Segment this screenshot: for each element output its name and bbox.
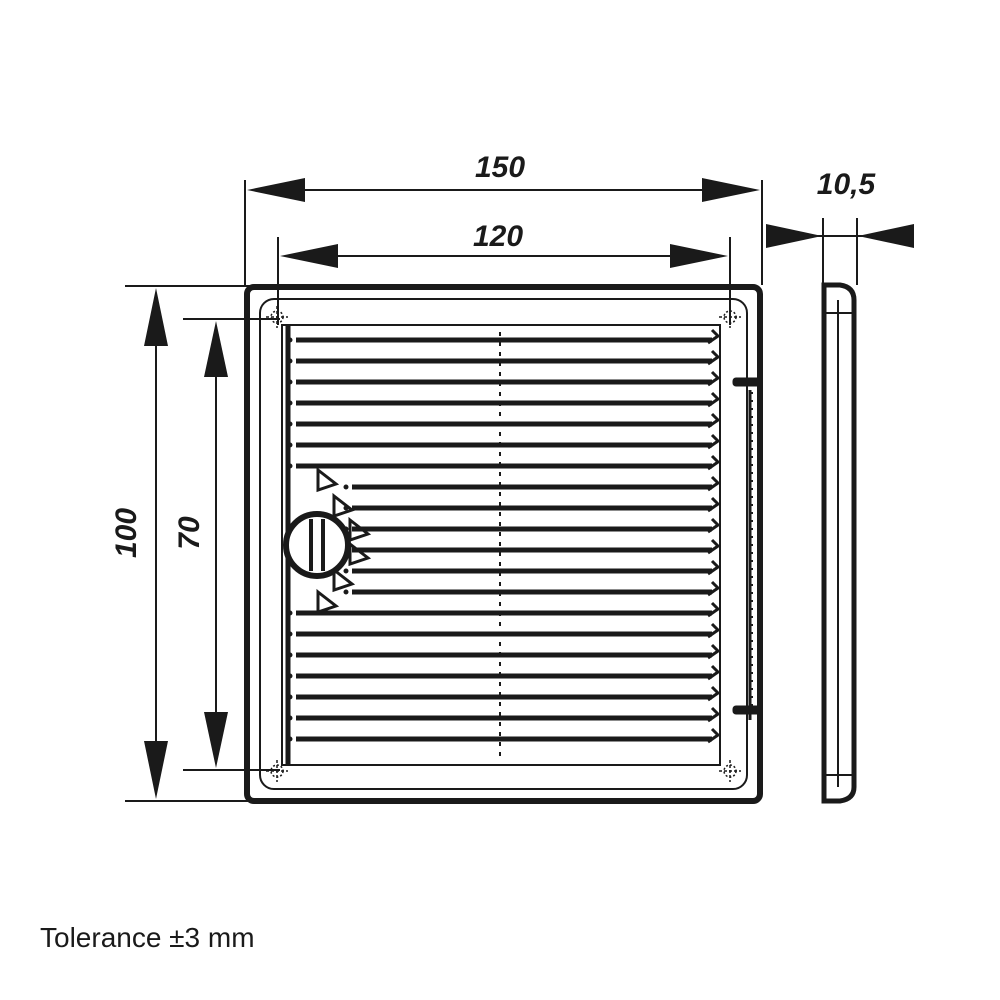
louver-cutout-tooth (316, 466, 340, 493)
hinge-top (732, 377, 762, 387)
louver-slat-dot (287, 400, 293, 406)
louver-slat-tip (707, 685, 721, 702)
arrow-100-bottom (144, 741, 168, 799)
louver-slat-tip (707, 349, 721, 366)
louver-slat-tip (707, 475, 721, 492)
louver-slat-tip (707, 328, 721, 345)
louver-slat-dot (287, 379, 293, 385)
louver-slats (287, 328, 721, 744)
louver-slat-tip (707, 580, 721, 597)
louver-cutout-tooth (348, 540, 372, 567)
louver-slat-tip (707, 727, 721, 744)
louver-slat-dot (287, 673, 293, 679)
louver-slat-tip (707, 433, 721, 450)
hinge-bottom (732, 705, 762, 715)
arrow-70-top (204, 321, 228, 377)
louver-slat-tip (707, 517, 721, 534)
dimension-lines (125, 180, 912, 802)
louver-slat-tip (707, 706, 721, 723)
louver-slat-tip (707, 664, 721, 681)
dimension-label-depth: 10,5 (817, 168, 877, 201)
louver-slat-dot (287, 631, 293, 637)
arrow-100-top (144, 288, 168, 346)
dimension-label-100: 100 (110, 508, 143, 558)
louver-slat-tip (707, 454, 721, 471)
louver-slat-dot (287, 337, 293, 343)
adjust-knob (283, 511, 351, 579)
louver-cutout-tooth (332, 492, 356, 519)
screw-hole (719, 760, 741, 782)
arrow-depth-left (766, 224, 822, 248)
louver-slat-dot (343, 568, 349, 574)
louver-slat-dot (287, 652, 293, 658)
louver-slat-dot (287, 421, 293, 427)
tolerance-note: Tolerance ±3 mm (40, 922, 255, 953)
arrow-120-left (280, 244, 338, 268)
arrow-depth-right (858, 224, 914, 248)
louver-slat-dot (287, 463, 293, 469)
dimension-arrows (144, 178, 914, 799)
louver-cutout-tooth (348, 516, 372, 543)
louver-slat-dot (287, 736, 293, 742)
arrow-150-right (702, 178, 760, 202)
louver-slat-dot (287, 694, 293, 700)
louver-slat-tip (707, 412, 721, 429)
louver-slat-tip (707, 496, 721, 513)
louver-area (281, 324, 721, 766)
louver-slat-tip (707, 643, 721, 660)
inner-frame (259, 298, 748, 790)
arrow-70-bottom (204, 712, 228, 768)
louver-slat-tip (707, 391, 721, 408)
louver-slat-tip (707, 601, 721, 618)
side-profile (821, 282, 857, 804)
dimension-label-120: 120 (473, 220, 523, 253)
louver-slat-tip (707, 559, 721, 576)
louver-slat-dot (287, 715, 293, 721)
grille-side-view (821, 282, 857, 804)
louver-cutout-tooth (332, 566, 356, 593)
louver-slat-dot (343, 484, 349, 490)
louver-slat-dot (287, 610, 293, 616)
dimension-label-70: 70 (173, 516, 206, 550)
louver-slat-tip (707, 538, 721, 555)
louver-cutout-tooth (316, 588, 340, 615)
louver-slat-dot (343, 589, 349, 595)
outer-frame (244, 284, 763, 804)
louver-slat-dot (287, 442, 293, 448)
grille-front-view (244, 284, 763, 804)
louver-slat-tip (707, 370, 721, 387)
dimension-label-150: 150 (475, 151, 525, 184)
arrow-150-left (247, 178, 305, 202)
louver-slat-dot (287, 358, 293, 364)
louver-slat-tip (707, 622, 721, 639)
arrow-120-right (670, 244, 728, 268)
